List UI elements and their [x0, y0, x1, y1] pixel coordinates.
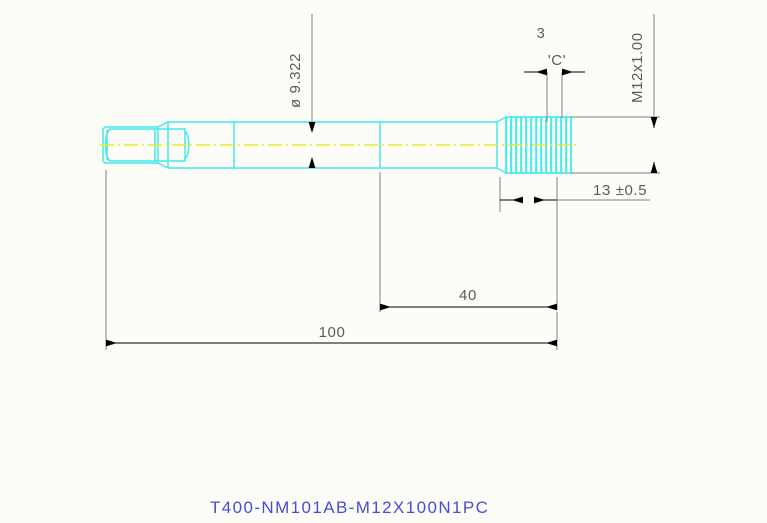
- dimension-chamfer-3: 3 'C': [524, 25, 585, 122]
- drawing-title: T400-NM101AB-M12X100N1PC: [210, 498, 489, 517]
- detail-callout-label: 'C': [548, 52, 566, 69]
- thread-shoulder: [496, 116, 507, 174]
- shaft-body: [167, 121, 497, 169]
- thread-designation-label: M12x1.00: [629, 32, 646, 103]
- diameter-dimension-label: ø 9.322: [287, 53, 304, 108]
- part-geometry: [100, 116, 580, 174]
- dimension-shaft-diameter: ø 9.322: [287, 14, 316, 168]
- thread-length-label: 13 ±0.5: [593, 182, 647, 199]
- overall-length-label: 100: [319, 324, 346, 341]
- dimension-overall-length: 100: [105, 170, 558, 350]
- dimension-thread-designation: M12x1.00: [571, 14, 660, 174]
- dimension-thread-length: 13 ±0.5: [499, 177, 650, 310]
- dimension-shoulder-length: 40: [379, 172, 557, 312]
- shoulder-length-label: 40: [459, 287, 477, 304]
- head-to-shank-transition: [157, 121, 169, 169]
- chamfer-dimension-label: 3: [537, 25, 546, 42]
